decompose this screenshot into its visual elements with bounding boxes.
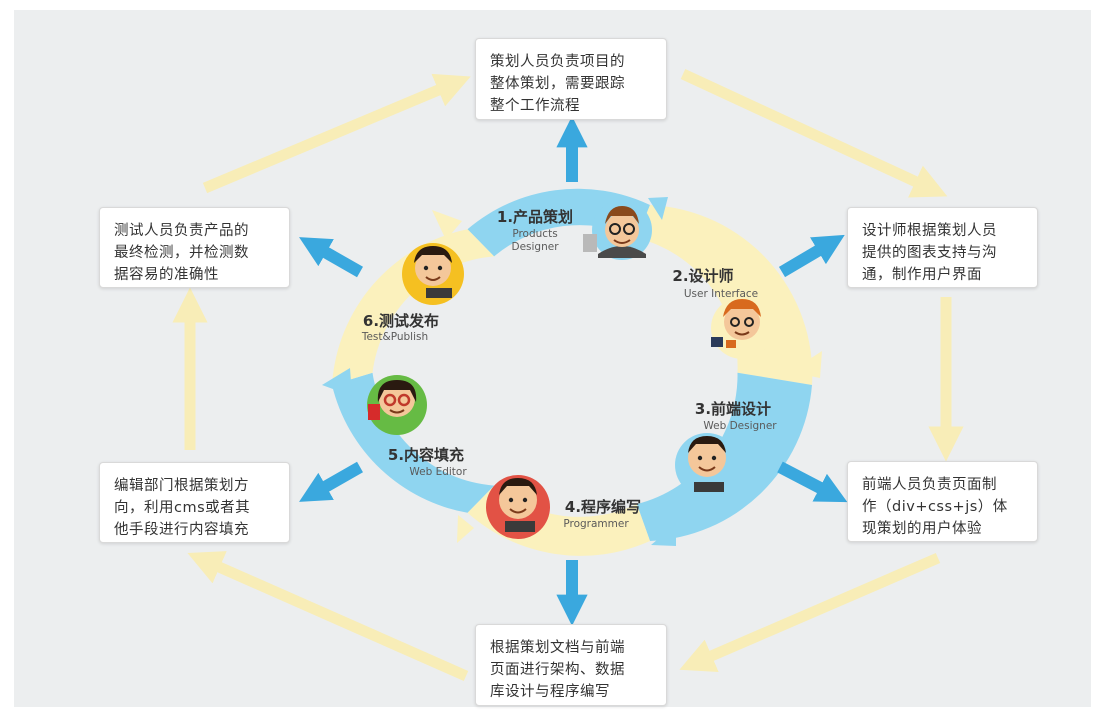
ring-arrowhead-5 xyxy=(322,368,352,396)
description-box-frontend: 前端人员负责页面制 作（div+css+js）体 现策划的用户体验 xyxy=(847,461,1038,542)
stage-3-label: 3.前端设计 Web Designer xyxy=(695,400,777,432)
ring-segment-6 xyxy=(332,229,495,385)
avatar-test-publish xyxy=(402,243,464,305)
ring-arrowhead-3 xyxy=(651,524,676,546)
avatar-web-designer xyxy=(675,433,739,497)
spoke-arrow-upper-left xyxy=(299,237,363,278)
description-box-testing: 测试人员负责产品的 最终检测，并检测数 据容易的准确性 xyxy=(99,207,290,288)
stage-5-title: 5.内容填充 xyxy=(388,446,464,464)
stage-6-subtitle: Test&Publish xyxy=(361,331,428,343)
ring-arrowhead-4 xyxy=(457,515,474,543)
stage-4-label: 4.程序编写 Programmer xyxy=(563,498,641,530)
avatar-product-designer xyxy=(583,200,652,260)
description-box-planning: 策划人员负责项目的 整体策划，需要跟踪 整个工作流程 xyxy=(475,38,667,120)
stage-4-title: 4.程序编写 xyxy=(565,498,641,516)
arrow-left-to-top xyxy=(202,73,471,194)
stage-1-title: 1.产品策划 xyxy=(497,208,573,226)
avatar-user-interface xyxy=(711,297,773,359)
ring-arrowhead-6 xyxy=(432,210,462,240)
description-box-content: 编辑部门根据策划方 向，利用cms或者其 他手段进行内容填充 xyxy=(99,462,290,543)
stage-6-label: 6.测试发布 Test&Publish xyxy=(361,312,439,343)
avatar-web-editor xyxy=(367,375,427,435)
arrow-top-to-right xyxy=(680,69,948,198)
description-box-designer: 设计师根据策划人员 提供的图表支持与沟 通，制作用户界面 xyxy=(847,207,1038,288)
stage-3-title: 3.前端设计 xyxy=(695,400,771,418)
stage-1-subtitle: Products xyxy=(512,228,557,240)
spoke-arrow-lower-left xyxy=(299,461,363,502)
stage-2-title: 2.设计师 xyxy=(672,267,733,285)
arrow-right-to-bottom xyxy=(679,552,941,672)
stage-2-subtitle: User Interface xyxy=(684,288,758,300)
ring-segment-1 xyxy=(467,188,650,257)
ring-arrowhead-2 xyxy=(790,351,822,378)
avatar-programmer xyxy=(486,475,550,539)
spoke-arrow-upper-right xyxy=(778,234,845,278)
outer-cycle-arrows xyxy=(172,69,964,682)
description-box-programming: 根据策划文档与前端 页面进行架构、数据 库设计与程序编写 xyxy=(475,624,667,706)
stage-4-subtitle: Programmer xyxy=(563,518,629,530)
stage-1-label: 1.产品策划 Products Designer xyxy=(497,208,573,253)
ring-arrowhead-1 xyxy=(648,197,668,220)
stage-1-subtitle-line2: Designer xyxy=(511,241,559,253)
arrow-bottom-to-left xyxy=(187,551,469,682)
stage-6-title: 6.测试发布 xyxy=(363,312,439,330)
stage-3-subtitle: Web Designer xyxy=(703,420,777,432)
stage-5-subtitle: Web Editor xyxy=(409,466,467,478)
spoke-arrows xyxy=(299,116,848,626)
stage-2-label: 2.设计师 User Interface xyxy=(672,267,758,300)
stage-5-label: 5.内容填充 Web Editor xyxy=(388,446,467,478)
spoke-arrow-lower-right xyxy=(777,461,848,503)
